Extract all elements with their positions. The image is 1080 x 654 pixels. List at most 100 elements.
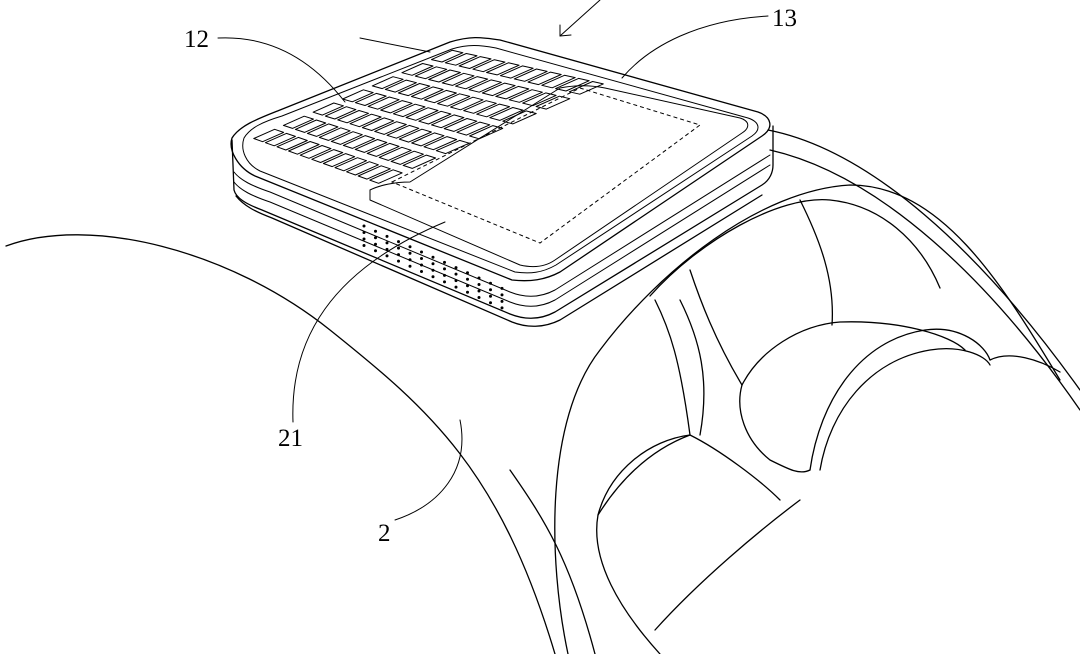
speaker-hole [385,241,389,245]
keyboard-key [306,123,339,137]
speaker-hole [362,244,366,247]
keyboard-key [555,77,590,92]
speaker-hole [385,247,389,251]
label-21: 21 [278,425,303,452]
speaker-hole [431,262,435,266]
keyboard-key [398,128,432,143]
speaker-hole [408,251,412,255]
speaker-hole [443,280,446,284]
keyboard-key [502,110,537,125]
keyboard-key [423,136,458,151]
speaker-hole [489,301,492,305]
keyboard-key [450,96,484,111]
keyboard-key [431,49,464,63]
keyboard-key [330,131,363,145]
keyboard-key [428,69,461,83]
leader-21 [292,221,446,423]
speaker-hole [477,276,481,280]
speaker-hole [374,236,377,240]
keyboard-key [386,124,420,139]
speaker-hole [362,231,366,234]
keyboard-key [489,107,524,121]
speaker-hole [477,296,481,299]
keyboard-key [472,59,506,73]
speaker-hole [362,224,366,228]
keyboard-key [312,102,344,116]
label-2: 2 [378,520,391,547]
leader-lines [217,0,769,521]
keyboard-key [318,127,351,141]
keyboard-key [346,161,379,176]
speaker-hole [489,281,492,285]
keyboard-key [367,96,400,110]
keyboard-key [424,89,457,104]
keyboard-key [253,128,285,143]
speaker-hole [443,273,446,277]
speaker-hole [420,257,423,260]
keyboard-key [334,157,367,172]
speaker-hole [500,306,504,310]
keyboard-key [444,53,478,66]
keyboard-key [441,72,475,86]
speaker-hole [431,268,435,272]
speaker-hole [443,260,446,264]
speaker-hole [362,237,366,241]
speaker-hole [420,263,423,267]
keyboard-key [541,74,576,89]
speaker-hole [408,258,412,262]
keyboard-key [322,153,356,168]
speaker-hole [397,259,400,263]
speaker-hole [397,240,400,244]
speaker-hole [500,286,504,290]
arrow-line [559,0,601,37]
speaker-hole [466,271,469,275]
keyboard-key [401,63,434,76]
keyboard-key [392,103,426,118]
keyboard-key [299,145,332,159]
keyboard-key [384,79,417,93]
keyboard-key [380,100,413,114]
speaker-hole [466,290,469,294]
keyboard-key [324,106,357,120]
keyboard-key [371,76,404,90]
keyboard-keys [253,49,604,184]
keyboard-key [342,89,374,103]
keyboard-key [294,119,327,133]
speaker-hole [431,255,435,259]
label-12: 12 [184,26,209,53]
keyboard-key [414,66,448,80]
speaker-hole [408,245,412,249]
keyboard-key [463,100,497,114]
speaker-hole [431,275,435,279]
speaker-hole [385,234,389,238]
keyboard-key [443,118,478,132]
keyboard-key [437,93,471,107]
leader-12 [217,37,346,103]
keyboard-key [431,114,465,129]
keyboard-key [264,132,296,147]
speaker-hole [489,288,492,292]
speaker-hole [477,289,481,293]
speaker-hole [420,250,423,254]
speaker-hole [454,272,458,276]
keyboard-key [469,125,504,140]
keyboard-key [378,146,412,161]
leader-13 [621,15,769,79]
keyboard-key [397,83,431,97]
keyboard-key [495,85,530,100]
keyboard-key [499,65,534,79]
keyboard-key [402,154,437,169]
speaker-hole [489,294,492,298]
speaker-hole [374,249,377,253]
speaker-hole [443,267,446,271]
keyboard-key [411,86,444,100]
keyboard-key [354,92,387,106]
speaker-hole [466,277,469,281]
keyboard-key [411,132,445,147]
keyboard-key [456,121,491,136]
keyboard-key [418,110,452,125]
keyboard-key [476,103,511,118]
keyboard-key [455,76,489,90]
speaker-hole [454,279,458,283]
